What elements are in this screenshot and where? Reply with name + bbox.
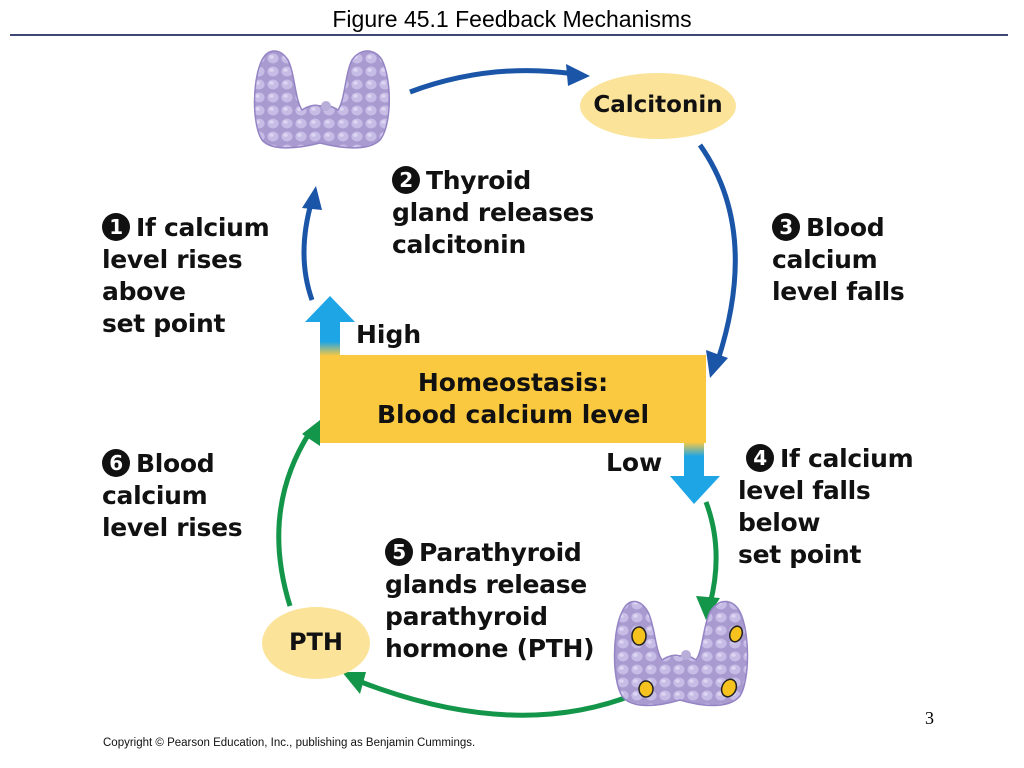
arrow-parathyroid-to-pth bbox=[355, 677, 647, 718]
homeostasis-subtitle: Blood calcium level bbox=[376, 400, 650, 429]
arrowhead bbox=[696, 596, 720, 620]
arrow-low-to-parathyroid bbox=[703, 501, 719, 605]
step-number-1: 1 bbox=[102, 213, 130, 241]
copyright-notice: Copyright © Pearson Education, Inc., pub… bbox=[103, 737, 476, 749]
arrow-high-to-thyroid bbox=[301, 199, 315, 301]
arrow-thyroid-to-calcitonin bbox=[409, 68, 576, 95]
pth-label: PTH bbox=[288, 628, 344, 656]
arrow-pth-to-homeostasis bbox=[276, 430, 313, 607]
step-number-4: 4 bbox=[746, 444, 774, 472]
step-number-3: 3 bbox=[772, 213, 800, 241]
arrow-calcitonin-to-homeostasis bbox=[697, 143, 738, 361]
homeostasis-title: Homeostasis: bbox=[417, 368, 609, 397]
step-number-2: 2 bbox=[392, 166, 420, 194]
step-number-5: 5 bbox=[385, 538, 413, 566]
arrowhead bbox=[706, 350, 728, 378]
arrowhead bbox=[302, 420, 320, 446]
low-label: Low bbox=[606, 448, 663, 477]
calcitonin-ellipse bbox=[580, 73, 736, 139]
title-divider bbox=[10, 34, 1008, 36]
homeostasis-box bbox=[320, 355, 706, 443]
arrowhead bbox=[342, 672, 366, 694]
pth-ellipse bbox=[262, 607, 370, 679]
step-number-6: 6 bbox=[102, 449, 130, 477]
arrowhead bbox=[566, 64, 590, 86]
page-number: 3 bbox=[925, 708, 934, 728]
high-label: High bbox=[356, 320, 422, 349]
high-up-arrow bbox=[305, 296, 355, 356]
parathyroid-gland-icon bbox=[613, 600, 749, 707]
arrowhead bbox=[302, 186, 322, 210]
homeostasis-label: Homeostasis: Blood calcium level bbox=[320, 367, 706, 431]
calcitonin-label: Calcitonin bbox=[593, 92, 723, 118]
thyroid-gland-icon bbox=[253, 50, 390, 149]
low-down-arrow bbox=[670, 442, 720, 504]
slide-title: Figure 45.1 Feedback Mechanisms bbox=[332, 6, 692, 32]
